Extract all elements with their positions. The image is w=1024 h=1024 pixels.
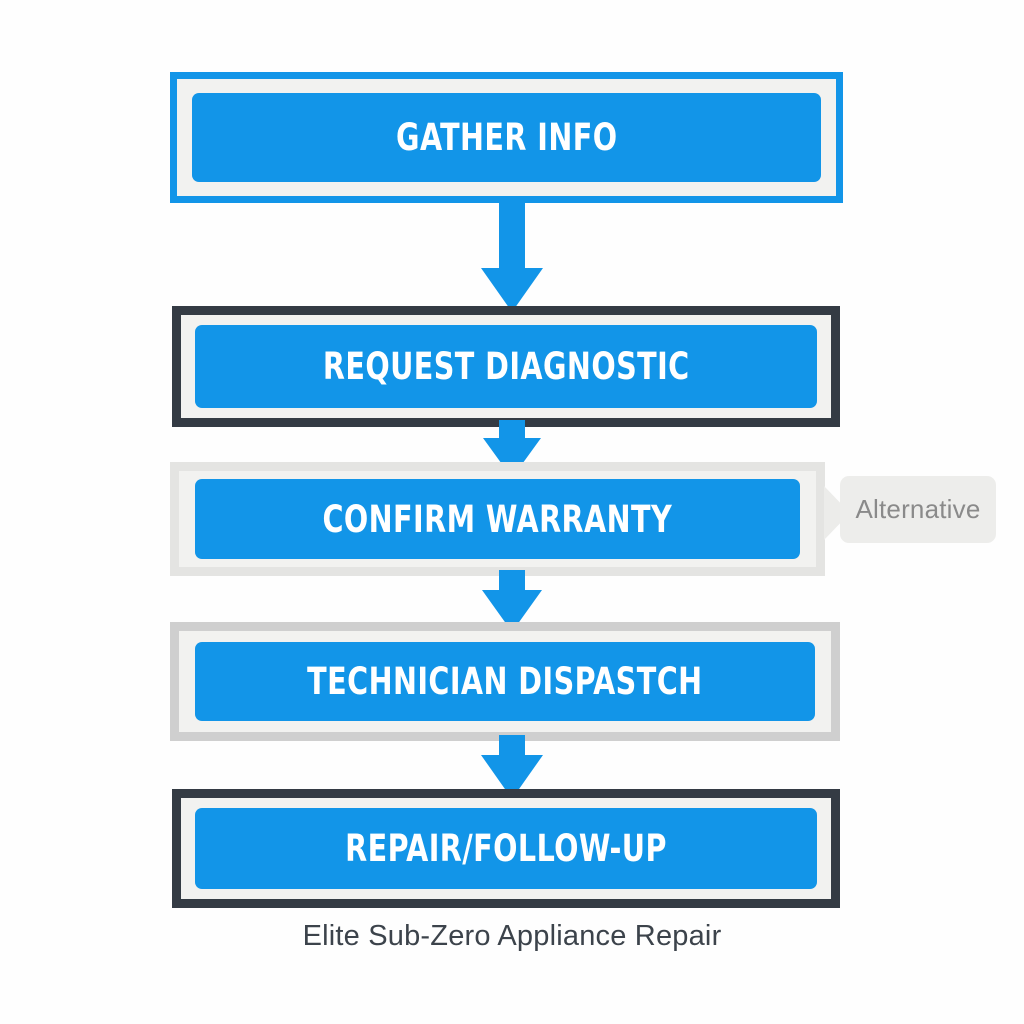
arrow-shaft xyxy=(499,196,525,274)
flow-node-request-diagnostic-label: REQUEST DIAGNOSTIC xyxy=(322,345,690,388)
flow-node-confirm-warranty[interactable]: CONFIRM WARRANTY xyxy=(170,462,825,576)
flow-branch-alternative-label: Alternative xyxy=(855,494,981,524)
flow-node-request-diagnostic[interactable]: REQUEST DIAGNOSTIC xyxy=(172,306,840,427)
flow-node-repair-follow-up[interactable]: REPAIR/FOLLOW-UP xyxy=(172,789,840,908)
flow-node-repair-follow-up-label: REPAIR/FOLLOW-UP xyxy=(345,827,667,870)
arrow-shaft xyxy=(499,420,525,442)
flow-node-technician-dispastch[interactable]: TECHNICIAN DISPASTCH xyxy=(170,622,840,741)
flow-node-gather-info-fill: GATHER INFO xyxy=(192,93,821,182)
diagram-caption: Elite Sub-Zero Appliance Repair xyxy=(302,920,722,952)
flow-branch-alternative[interactable]: Alternative xyxy=(840,476,996,543)
flow-node-repair-follow-up-fill: REPAIR/FOLLOW-UP xyxy=(195,808,817,889)
arrow-down-icon-gather-to-diagnostic xyxy=(470,196,554,314)
flow-node-gather-info-label: GATHER INFO xyxy=(395,116,618,159)
flow-node-confirm-warranty-fill: CONFIRM WARRANTY xyxy=(195,479,800,559)
flow-node-request-diagnostic-fill: REQUEST DIAGNOSTIC xyxy=(195,325,817,408)
arrow-head xyxy=(481,268,543,312)
flow-node-gather-info[interactable]: GATHER INFO xyxy=(170,72,843,203)
flow-node-confirm-warranty-label: CONFIRM WARRANTY xyxy=(322,497,673,541)
flow-node-technician-dispastch-label: TECHNICIAN DISPASTCH xyxy=(307,660,703,703)
flow-node-technician-dispastch-fill: TECHNICIAN DISPASTCH xyxy=(195,642,815,721)
